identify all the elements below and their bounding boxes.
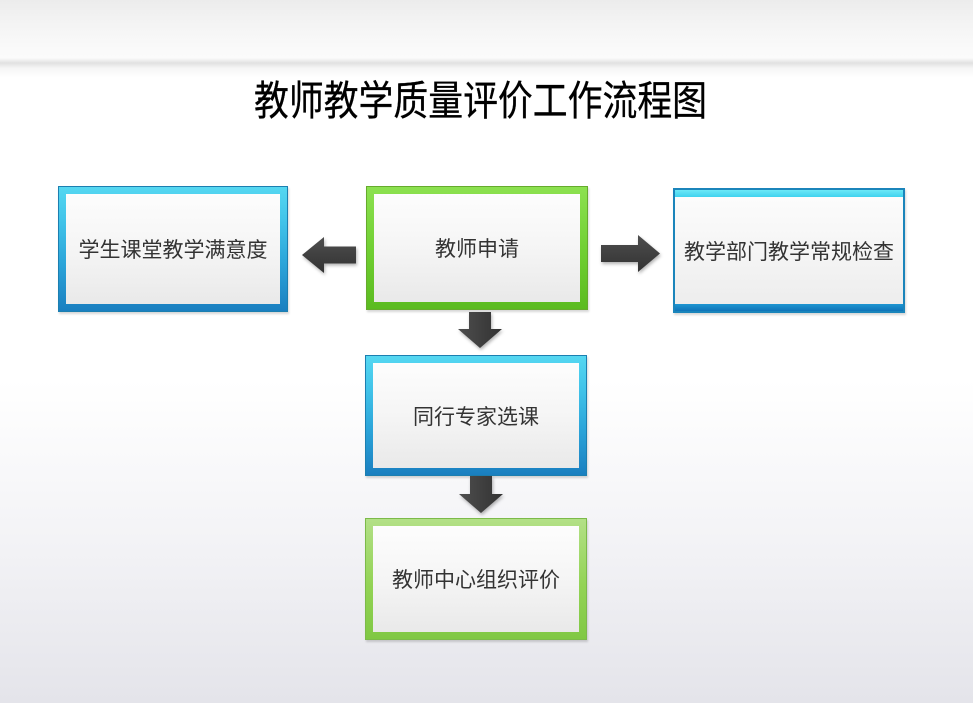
flow-box-teacher-apply: 教师申请: [366, 186, 588, 310]
flow-box-teacher-center-eval-label: 教师中心组织评价: [392, 569, 560, 592]
left-arrow-icon: [302, 237, 356, 273]
flow-box-dept-routine-check-label: 教学部门教学常规检查: [684, 240, 894, 264]
flow-box-teacher-center-eval-fill: 教师中心组织评价: [373, 526, 579, 632]
flow-box-teacher-center-eval: 教师中心组织评价: [365, 518, 587, 640]
flow-box-peer-expert-course: 同行专家选课: [365, 355, 587, 476]
page-title: 教师教学质量评价工作流程图: [253, 78, 708, 124]
down-arrow-1-icon: [458, 312, 502, 348]
flow-box-dept-routine-check: 教学部门教学常规检查: [673, 188, 905, 313]
flow-box-peer-expert-course-fill: 同行专家选课: [373, 363, 579, 468]
right-arrow-icon: [601, 235, 660, 272]
flow-box-peer-expert-course-label: 同行专家选课: [413, 405, 539, 429]
down-arrow-2-icon: [459, 476, 503, 513]
flow-box-teacher-apply-label: 教师申请: [435, 238, 519, 261]
flow-box-student-satisfaction-fill: 学生课堂教学满意度: [66, 194, 280, 304]
flow-box-teacher-apply-fill: 教师申请: [374, 194, 580, 302]
flow-box-student-satisfaction-label: 学生课堂教学满意度: [78, 239, 268, 262]
flow-box-student-satisfaction: 学生课堂教学满意度: [58, 186, 288, 312]
